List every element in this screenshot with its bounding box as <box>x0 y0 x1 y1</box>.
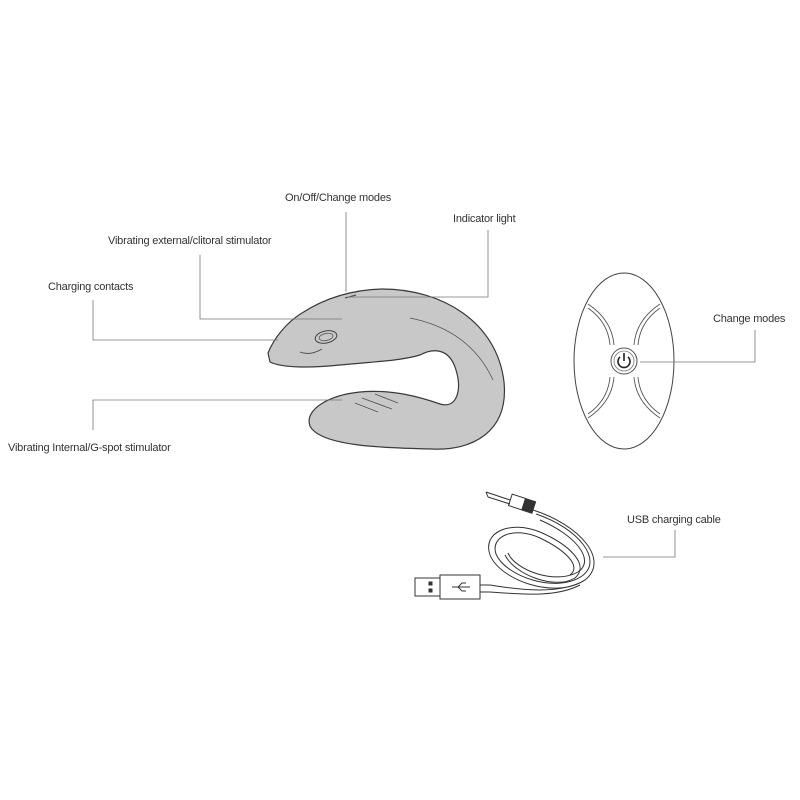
label-charging-contacts: Charging contacts <box>48 281 134 293</box>
label-remote-change-modes: Change modes <box>713 313 786 325</box>
usb-cable <box>414 491 595 600</box>
label-usb-cable: USB charging cable <box>627 514 721 526</box>
label-external-stimulator: Vibrating external/clitoral stimulator <box>108 235 272 247</box>
label-on-off-change-modes: On/Off/Change modes <box>285 192 392 204</box>
remote-control <box>573 272 675 450</box>
leader-lines <box>92 212 756 558</box>
label-indicator-light: Indicator light <box>453 213 516 225</box>
label-internal-stimulator: Vibrating Internal/G-spot stimulator <box>8 442 171 454</box>
power-icon <box>617 353 631 369</box>
toy-device <box>267 288 505 450</box>
